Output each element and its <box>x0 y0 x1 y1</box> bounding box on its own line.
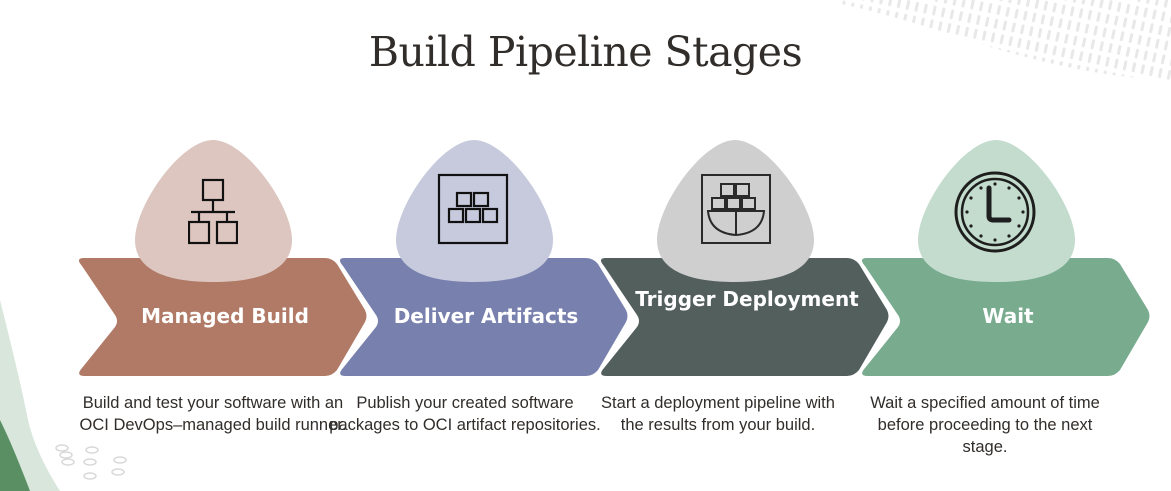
stage-arrow <box>861 258 1150 376</box>
stage-trigger-deployment: Trigger Deployment <box>592 130 892 380</box>
stage-arrow <box>339 258 628 376</box>
stage-arrow <box>78 258 367 376</box>
stage-description-wait: Wait a specified amount of time before p… <box>870 394 1100 456</box>
stage-label: Managed Build <box>141 304 309 328</box>
stage-label: Trigger Deployment <box>635 287 859 311</box>
stage-blob <box>918 140 1075 282</box>
decorative-texture-top-right <box>841 0 1171 80</box>
stage-description-trigger-deployment: Start a deployment pipeline with the res… <box>601 394 835 434</box>
decorative-swoosh-bottom-left <box>0 300 127 491</box>
page-title: Build Pipeline Stages <box>368 28 803 76</box>
stage-label: Deliver Artifacts <box>393 304 579 328</box>
stage-description-managed-build: Build and test your software with an OCI… <box>79 394 347 434</box>
stage-arrow <box>600 258 889 376</box>
container-ship-icon <box>701 174 771 244</box>
stage-deliver-artifacts: Deliver Artifacts <box>331 130 631 380</box>
stage-wait: Wait <box>853 130 1153 380</box>
artifact-packages-icon <box>437 173 509 245</box>
network-hierarchy-icon <box>188 178 238 245</box>
stage-managed-build: Managed Build <box>70 130 370 380</box>
stage-description-deliver-artifacts: Publish your created software packages t… <box>329 394 601 434</box>
stage-blob <box>396 140 553 282</box>
stage-label: Wait <box>982 304 1034 328</box>
clock-icon <box>954 171 1036 253</box>
